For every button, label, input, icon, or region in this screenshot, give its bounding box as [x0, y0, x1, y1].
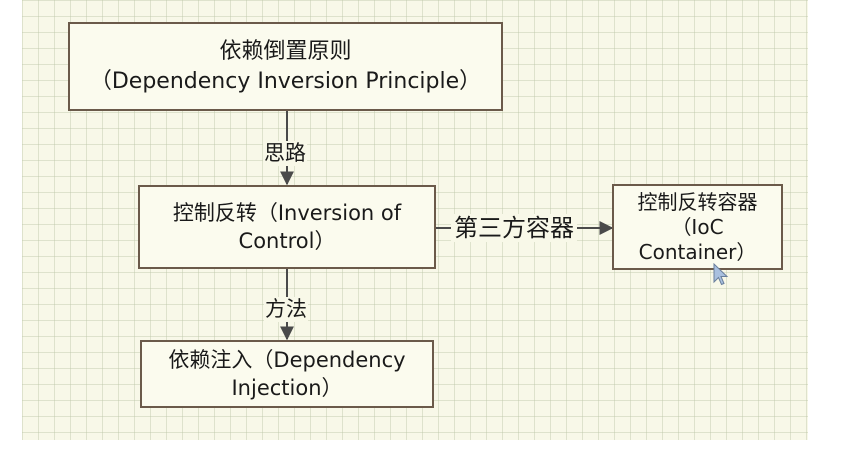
node-container-label: 控制反转容器 （IoC Container）	[637, 189, 758, 264]
node-dip-label: 依赖倒置原则 （Dependency Inversion Principle）	[89, 38, 482, 94]
node-ioc-label: 控制反转（Inversion of Control）	[172, 200, 402, 253]
edge-label-approach: 思路	[263, 141, 307, 166]
edge-label-method: 方法	[264, 297, 308, 322]
node-dependency-injection: 依赖注入（Dependency Injection）	[140, 340, 434, 408]
node-ioc-container: 控制反转容器 （IoC Container）	[612, 184, 783, 270]
mouse-pointer-icon	[713, 263, 729, 286]
node-di-label: 依赖注入（Dependency Injection）	[168, 347, 406, 400]
node-inversion-of-control: 控制反转（Inversion of Control）	[138, 185, 436, 269]
node-dependency-inversion-principle: 依赖倒置原则 （Dependency Inversion Principle）	[68, 22, 503, 111]
edge-label-third-party-container: 第三方容器	[451, 214, 577, 242]
